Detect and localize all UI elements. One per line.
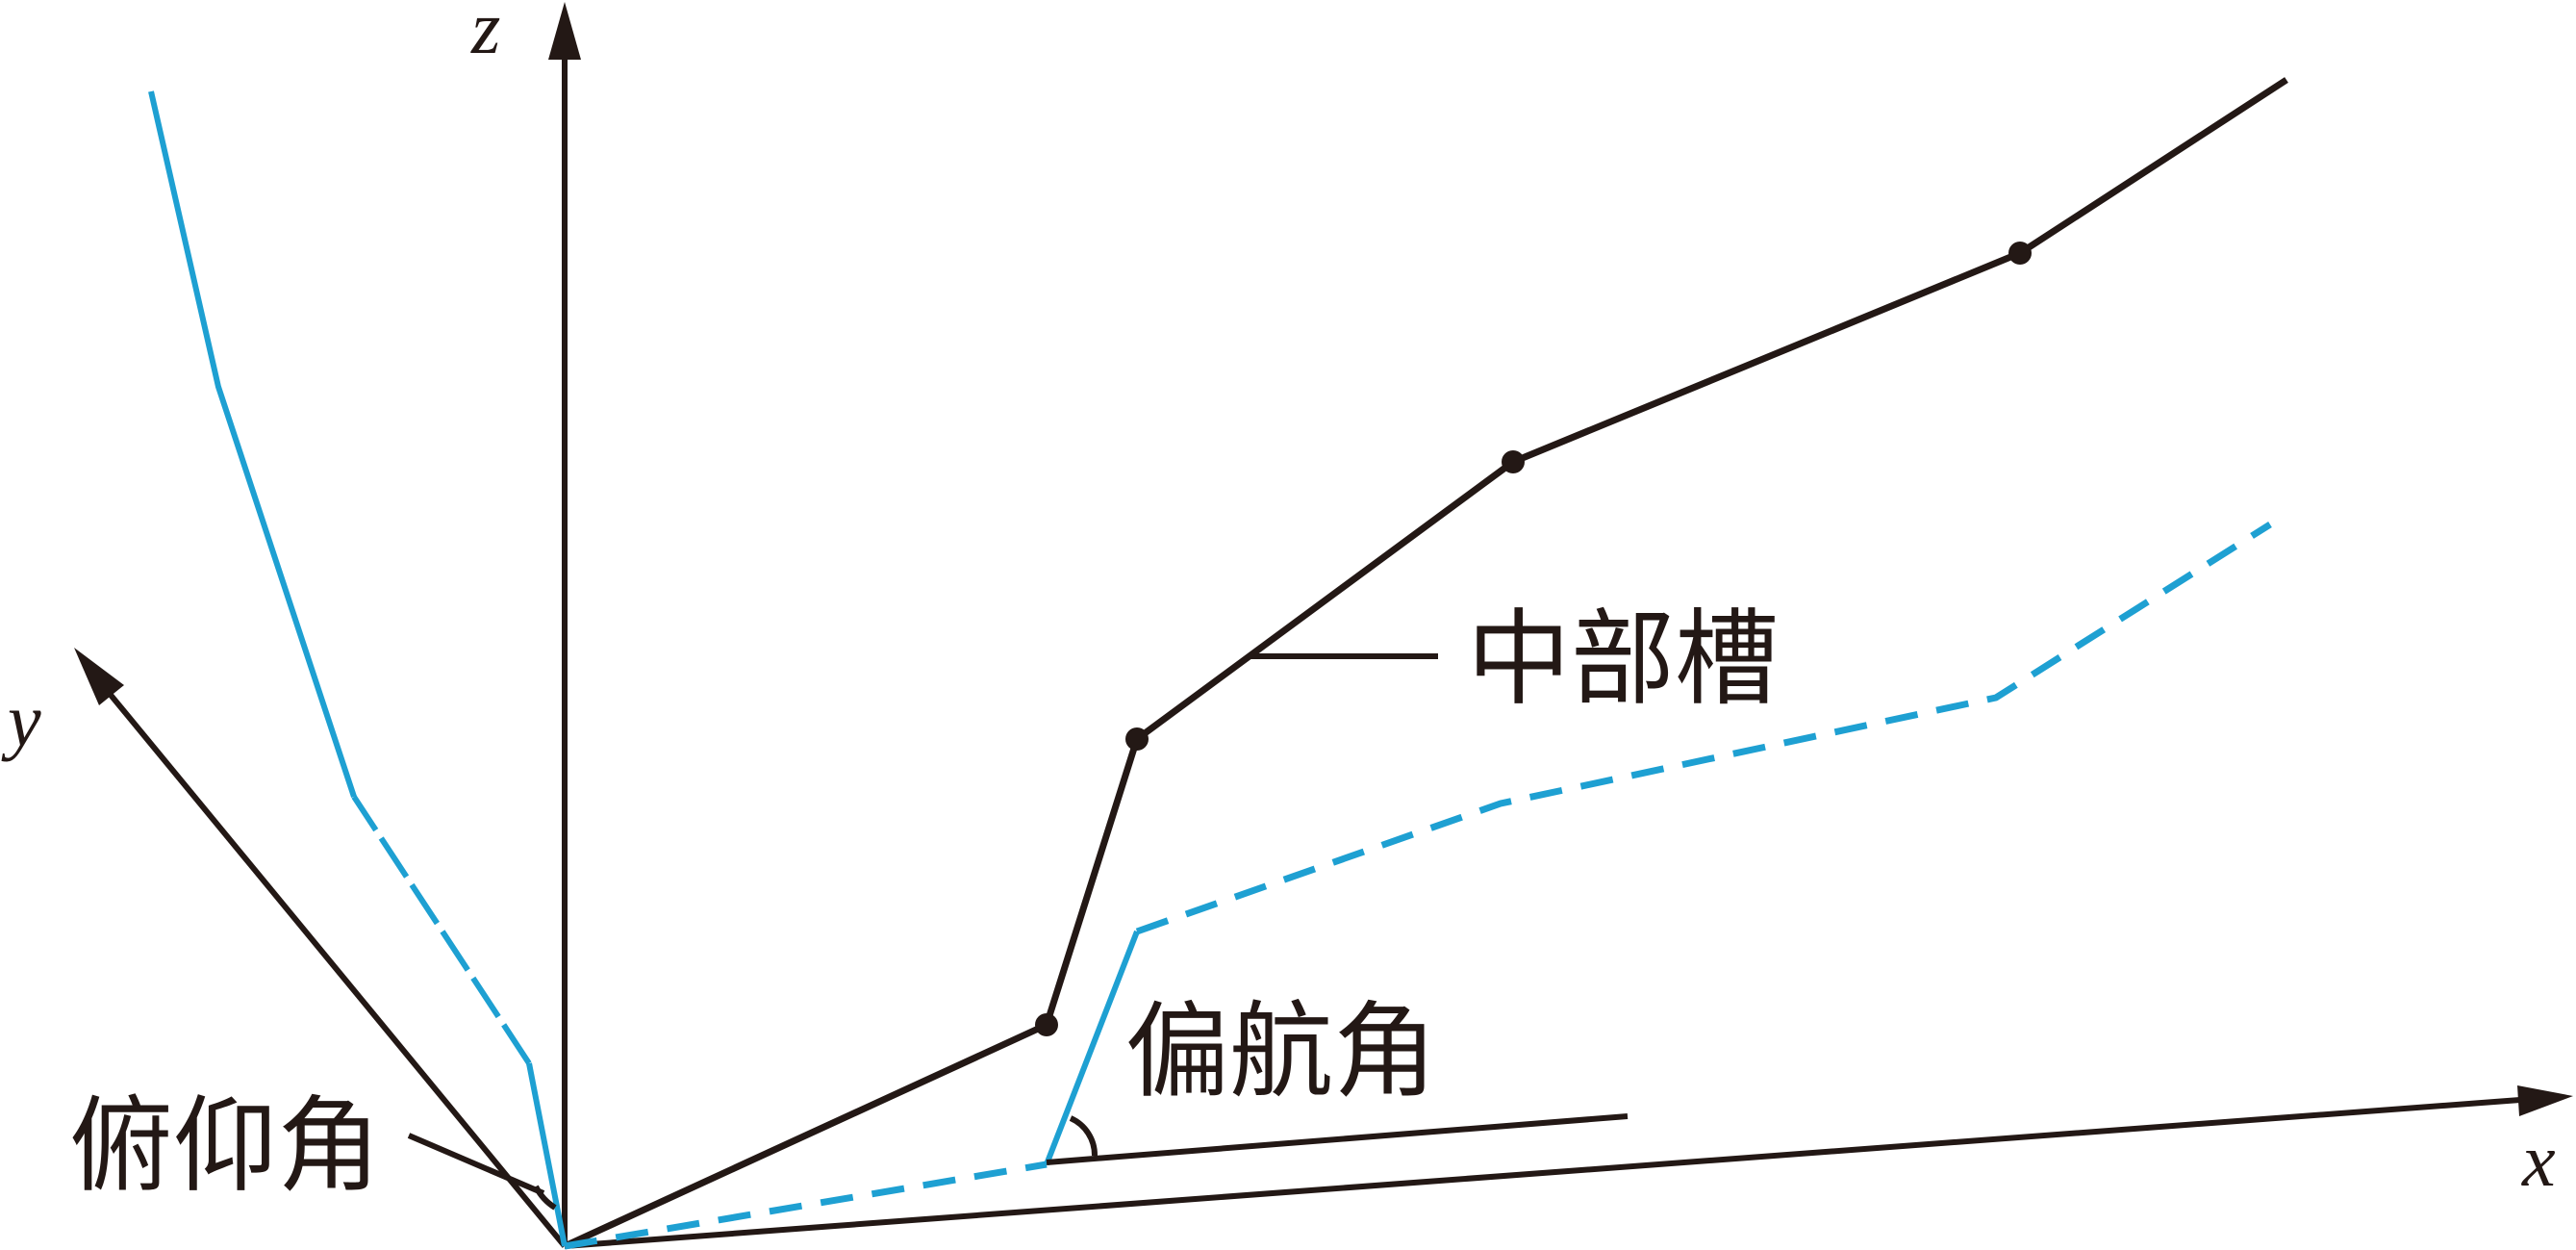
yaw-reference-line bbox=[1046, 1113, 1629, 1165]
y-axis-line bbox=[98, 681, 568, 1248]
pitch-projection-dashed bbox=[351, 795, 532, 1065]
yaw-segment-blue bbox=[1044, 930, 1140, 1166]
x-axis-label: x bbox=[2521, 1118, 2556, 1202]
joint-dot bbox=[2008, 242, 2032, 265]
pitch-angle-label: 俯仰角 bbox=[69, 1086, 381, 1207]
x-axis-arrowhead bbox=[2517, 1085, 2573, 1116]
pitch-projection-solid bbox=[526, 1062, 568, 1247]
pitch-projection-upper bbox=[148, 90, 357, 798]
joint-dot bbox=[1502, 450, 1525, 473]
x-axis-line bbox=[564, 1097, 2521, 1249]
yaw-angle-arc bbox=[1069, 1115, 1099, 1157]
z-axis-label: z bbox=[470, 0, 500, 69]
z-axis-arrowhead bbox=[548, 2, 581, 60]
joint-dot bbox=[1125, 727, 1149, 751]
trough-chain-black bbox=[563, 77, 2288, 1250]
pitch-angle-leader bbox=[407, 1133, 545, 1196]
yaw-projection-dashed-upper bbox=[1135, 522, 2272, 935]
y-axis-arrowhead bbox=[74, 648, 124, 705]
y-axis-label: y bbox=[1, 678, 41, 762]
yaw-angle-label: 偏航角 bbox=[1125, 992, 1437, 1112]
middle-trough-label: 中部槽 bbox=[1467, 599, 1779, 720]
yaw-projection-dashed bbox=[564, 1161, 1048, 1250]
joint-dot bbox=[1035, 1013, 1058, 1036]
